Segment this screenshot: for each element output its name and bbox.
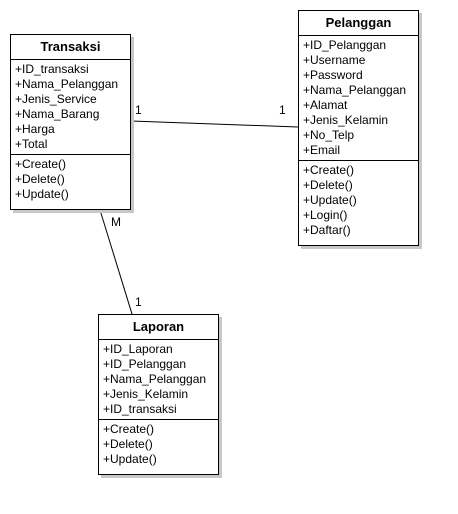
attribute: +Nama_Pelanggan (303, 83, 407, 97)
class-name: Pelanggan (299, 11, 418, 36)
multiplicity-laporan-side: 1 (135, 295, 142, 309)
attributes-compartment: +ID_transaksi +Nama_Pelanggan +Jenis_Ser… (11, 60, 130, 154)
methods-compartment: +Create() +Delete() +Update() (11, 154, 130, 204)
attribute: +Password (303, 68, 363, 82)
attribute: +Jenis_Kelamin (103, 387, 189, 401)
attribute: +Nama_Pelanggan (15, 77, 119, 91)
association-transaksi-pelanggan (130, 120, 299, 128)
attribute: +Jenis_Service (15, 92, 97, 106)
method: +Daftar() (303, 223, 351, 237)
method: +Delete() (103, 437, 153, 451)
attributes-compartment: +ID_Pelanggan +Username +Password +Nama_… (299, 36, 418, 160)
attribute: +ID_transaksi (103, 402, 177, 416)
class-pelanggan[interactable]: Pelanggan +ID_Pelanggan +Username +Passw… (298, 10, 419, 246)
method: +Login() (303, 208, 348, 222)
method: +Update() (303, 193, 357, 207)
attribute: +Jenis_Kelamin (303, 113, 389, 127)
attribute: +ID_Pelanggan (303, 38, 387, 52)
method: +Create() (303, 163, 355, 177)
methods-compartment: +Create() +Delete() +Update() +Login() +… (299, 160, 418, 240)
attribute: +Harga (15, 122, 55, 136)
attribute: +ID_Laporan (103, 342, 173, 356)
attribute: +ID_transaksi (15, 62, 89, 76)
attribute: +Email (303, 143, 341, 157)
attribute: +Username (303, 53, 366, 67)
attribute: +Total (15, 137, 48, 151)
attribute: +Nama_Barang (15, 107, 100, 121)
method: +Delete() (15, 172, 65, 186)
class-laporan[interactable]: Laporan +ID_Laporan +ID_Pelanggan +Nama_… (98, 314, 219, 475)
attributes-compartment: +ID_Laporan +ID_Pelanggan +Nama_Pelangga… (99, 340, 218, 419)
attribute: +No_Telp (303, 128, 355, 142)
multiplicity-transaksi-side: 1 (135, 103, 142, 117)
methods-compartment: +Create() +Delete() +Update() (99, 419, 218, 469)
class-transaksi[interactable]: Transaksi +ID_transaksi +Nama_Pelanggan … (10, 34, 131, 210)
attribute: +Alamat (303, 98, 348, 112)
multiplicity-transaksi-laporan-from: M (111, 215, 121, 229)
multiplicity-pelanggan-side: 1 (279, 103, 286, 117)
method: +Delete() (303, 178, 353, 192)
attribute: +ID_Pelanggan (103, 357, 187, 371)
method: +Create() (15, 157, 67, 171)
method: +Update() (103, 452, 157, 466)
class-name: Transaksi (11, 35, 130, 60)
class-name: Laporan (99, 315, 218, 340)
method: +Create() (103, 422, 155, 436)
attribute: +Nama_Pelanggan (103, 372, 207, 386)
method: +Update() (15, 187, 69, 201)
association-transaksi-laporan (99, 209, 133, 315)
